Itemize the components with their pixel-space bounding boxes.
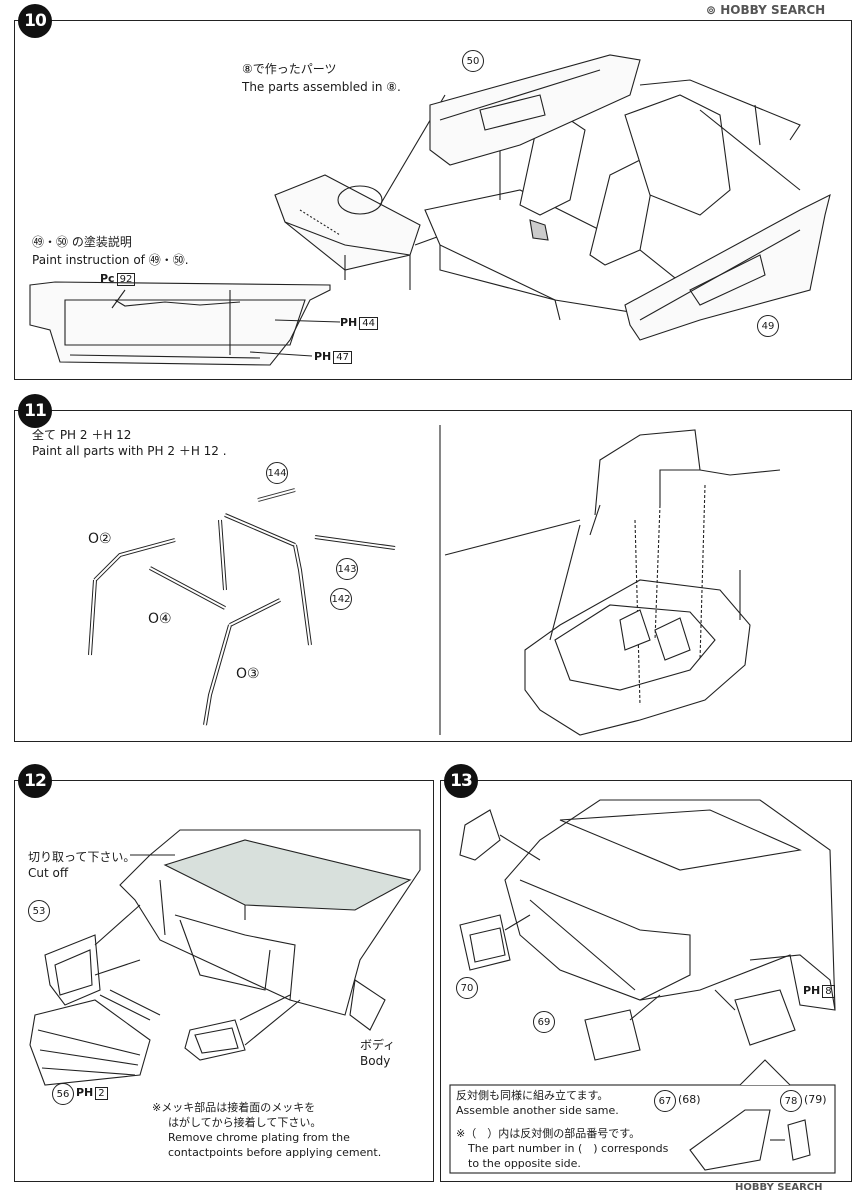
hobbysearch-logo-watermark: ⊚ HOBBY SEARCH — [706, 3, 826, 17]
step12-cut-en: Cut off — [28, 866, 69, 880]
part-79-label: (79) — [804, 1093, 827, 1106]
step-13-badge: 13 — [444, 764, 478, 798]
paint-code-prefix: PH — [76, 1086, 94, 1099]
paint-code-prefix: PH — [314, 350, 332, 363]
step12-note-jp1: ※メッキ部品は接着面のメッキを — [152, 1101, 316, 1114]
paint-code-number: 44 — [359, 317, 379, 330]
paint-code-prefix: Pc — [100, 272, 115, 285]
part-142-label: 142 — [330, 588, 352, 610]
paint-code-number: 2 — [95, 1087, 108, 1100]
step12-note-en2: contactpoints before applying cement. — [168, 1146, 382, 1159]
part-50-label: 50 — [462, 50, 484, 72]
step10-paint-jp: ㊾・㊿ の塗装説明 — [32, 235, 132, 249]
step13-note-en3: to the opposite side. — [468, 1157, 581, 1170]
part-69-label: 69 — [533, 1011, 555, 1033]
part-67-label: 67 — [654, 1090, 676, 1112]
paint-code-number: 92 — [116, 273, 136, 286]
step13-note-en1: Assemble another side same. — [456, 1104, 619, 1117]
step12-body-jp: ボディ — [360, 1038, 396, 1052]
part-144-label: 144 — [266, 462, 288, 484]
step-11-panel — [14, 410, 852, 742]
step12-note-jp2: はがしてから接着して下さい。 — [168, 1116, 322, 1129]
part-49-label: 49 — [757, 315, 779, 337]
part-53-label: 53 — [28, 900, 50, 922]
part-o2-label: O② — [88, 531, 112, 547]
paint-code-number: 8 — [822, 985, 835, 998]
paint-code-prefix: PH — [803, 984, 821, 997]
watermark: HOBBY SEARCH — [735, 1182, 823, 1193]
part-143-label: 143 — [336, 558, 358, 580]
step13-note-jp1: 反対側も同様に組み立てます。 — [456, 1089, 609, 1102]
step12-note-en1: Remove chrome plating from the — [168, 1131, 350, 1144]
watermark-text: HOBBY SEARCH — [720, 3, 826, 17]
part-o4-label: O④ — [148, 611, 172, 627]
step11-paint-jp: 全て PH 2 ＋H 12 — [32, 428, 132, 442]
step10-parts-en: The parts assembled in ⑧. — [242, 80, 401, 94]
step12-cut-jp: 切り取って下さい。 — [28, 850, 136, 864]
step-13-panel — [440, 780, 852, 1182]
step-10-badge: 10 — [18, 4, 52, 38]
part-78-label: 78 — [780, 1090, 802, 1112]
step-10-panel — [14, 20, 852, 380]
step13-note-jp2: ※（ ）内は反対側の部品番号です。 — [456, 1127, 641, 1140]
step12-body-en: Body — [360, 1054, 391, 1068]
part-70-label: 70 — [456, 977, 478, 999]
paint-code-number: 47 — [333, 351, 353, 364]
paint-code-prefix: PH — [340, 316, 358, 329]
step-12-badge: 12 — [18, 764, 52, 798]
step13-note-en2: The part number in ( ) corresponds — [468, 1142, 669, 1155]
step-11-badge: 11 — [18, 394, 52, 428]
part-56-label: 56 — [52, 1083, 74, 1105]
part-68-label: (68) — [678, 1093, 701, 1106]
step10-paint-en: Paint instruction of ㊾・㊿. — [32, 253, 189, 267]
part-o3-label: O③ — [236, 666, 260, 682]
step10-parts-jp: ⑧で作ったパーツ — [242, 62, 337, 76]
step11-paint-en: Paint all parts with PH 2 ＋H 12 . — [32, 444, 227, 458]
